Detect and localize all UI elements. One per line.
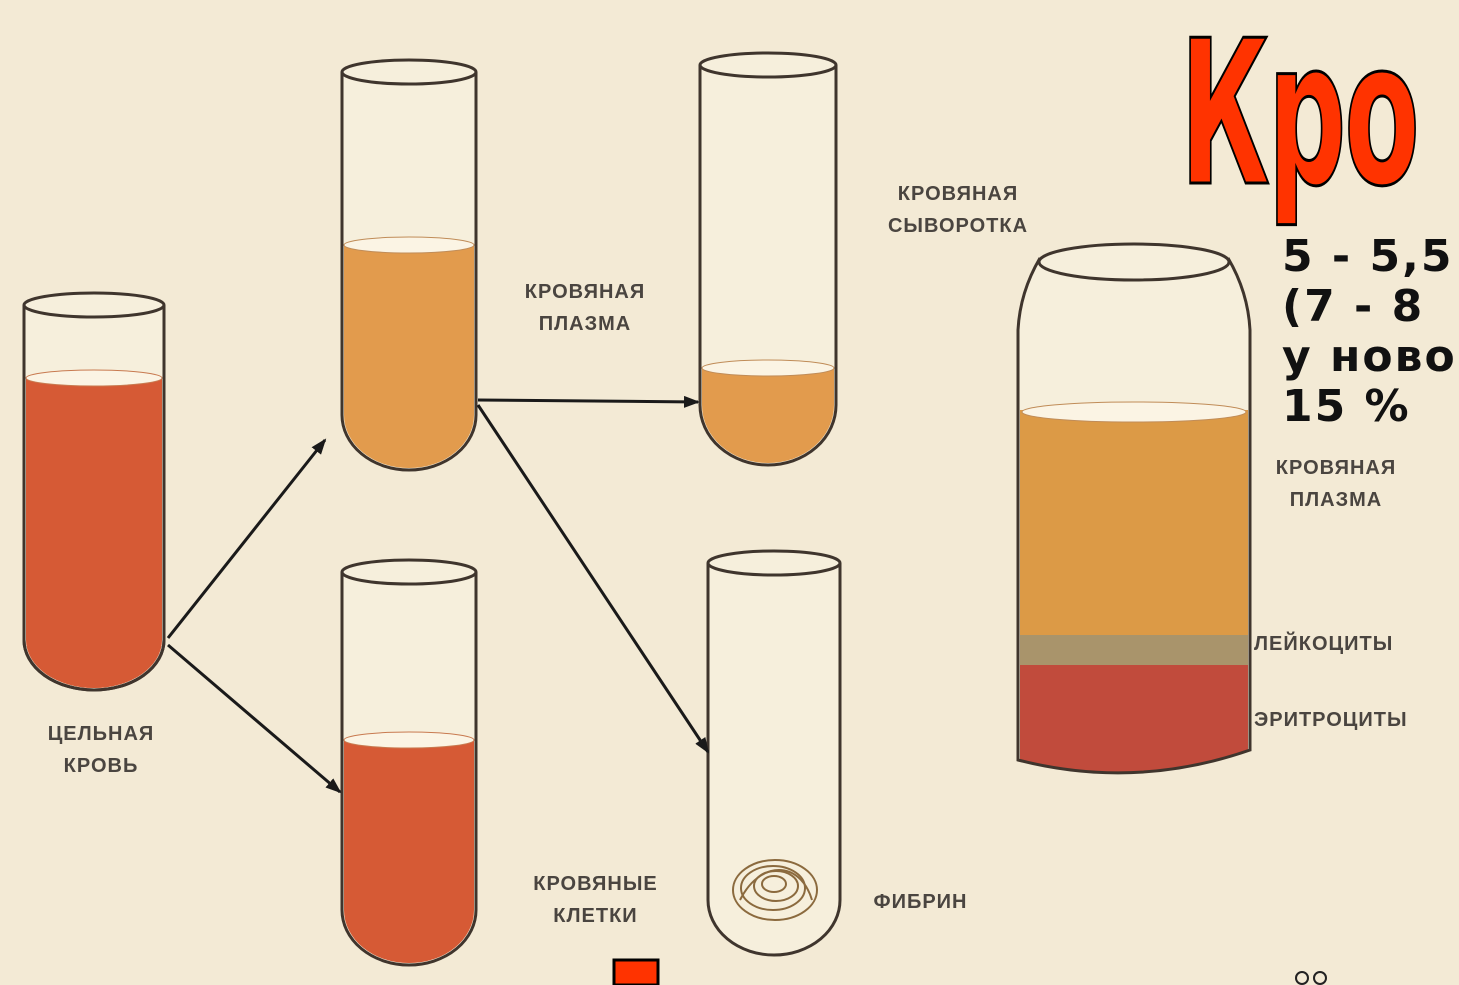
settling-jar xyxy=(1018,244,1250,773)
arrow-blood-to-cells xyxy=(168,645,340,792)
tube-plasma xyxy=(342,60,476,470)
info-text: 5 - 5,5 (7 - 8 у ново 15 % xyxy=(1282,232,1457,432)
squiggle-decoration xyxy=(1296,972,1326,984)
leukocyte-layer xyxy=(1020,635,1248,665)
arrow-plasma-to-fibrin xyxy=(478,405,708,752)
tube-fibrin xyxy=(708,551,840,955)
tube-serum xyxy=(700,53,836,465)
tube-whole-blood xyxy=(24,293,164,690)
slide-title: Кро xyxy=(1180,30,1418,200)
info-line-4: 15 % xyxy=(1282,382,1457,432)
red-block-decoration xyxy=(614,960,658,985)
label-fibrin: ФИБРИН xyxy=(858,886,983,918)
label-leukocytes: ЛЕЙКОЦИТЫ xyxy=(1254,628,1449,660)
info-line-3: у ново xyxy=(1282,332,1457,382)
info-line-2: (7 - 8 xyxy=(1282,282,1457,332)
tube-blood-cells xyxy=(342,560,476,965)
label-erythrocytes: ЭРИТРОЦИТЫ xyxy=(1254,704,1459,736)
arrow-plasma-to-serum xyxy=(478,400,698,402)
info-line-1: 5 - 5,5 xyxy=(1282,232,1457,282)
arrow-blood-to-plasma xyxy=(168,440,325,638)
